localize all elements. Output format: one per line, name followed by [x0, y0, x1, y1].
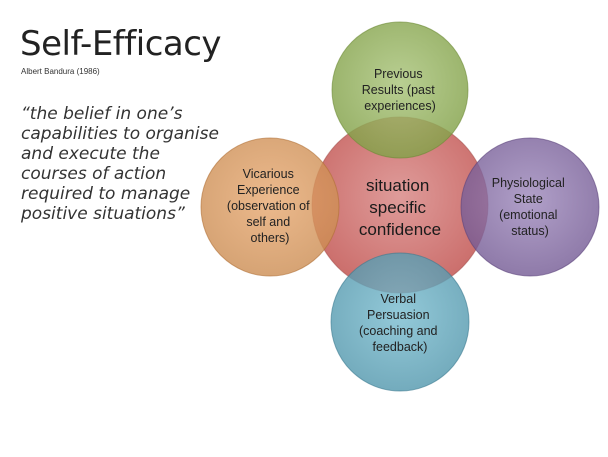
left-label-line: self and [246, 215, 290, 229]
bottom-label-line: Persuasion [367, 308, 430, 322]
right-label-line: status) [511, 224, 549, 238]
top-label: Previous Results (past experiences) [362, 67, 438, 113]
center-label-line: specific [369, 198, 426, 217]
left-label-line: (observation of [227, 199, 310, 213]
left-label-line: others) [251, 231, 290, 245]
top-label-line: experiences) [364, 99, 436, 113]
right-label: Physiological State (emotional status) [492, 176, 568, 238]
bottom-label-line: (coaching and [359, 324, 438, 338]
definition-quote: “the belief in one’s capabilities to org… [21, 104, 219, 224]
bottom-circle [330, 252, 470, 392]
right-label-line: Physiological [492, 176, 565, 190]
center-label-line: confidence [359, 220, 441, 239]
bottom-label-line: Verbal [381, 292, 416, 306]
left-label: Vicarious Experience (observation of sel… [227, 167, 313, 245]
right-label-line: State [514, 192, 543, 206]
right-label-line: (emotional [499, 208, 557, 222]
top-label-line: Results (past [362, 83, 435, 97]
left-circle [200, 137, 340, 277]
top-label-line: Previous [374, 67, 423, 81]
left-label-line: Experience [237, 183, 300, 197]
center-label: situation specific confidence [359, 176, 441, 239]
bottom-label-line: feedback) [373, 340, 428, 354]
right-circle [460, 137, 600, 277]
center-label-line: situation [366, 176, 429, 195]
left-label-line: Vicarious [243, 167, 294, 181]
bottom-label: Verbal Persuasion (coaching and feedback… [359, 292, 441, 354]
slide-title: Self-Efficacy [20, 24, 222, 64]
citation: Albert Bandura (1986) [21, 67, 100, 76]
top-circle [331, 21, 469, 159]
